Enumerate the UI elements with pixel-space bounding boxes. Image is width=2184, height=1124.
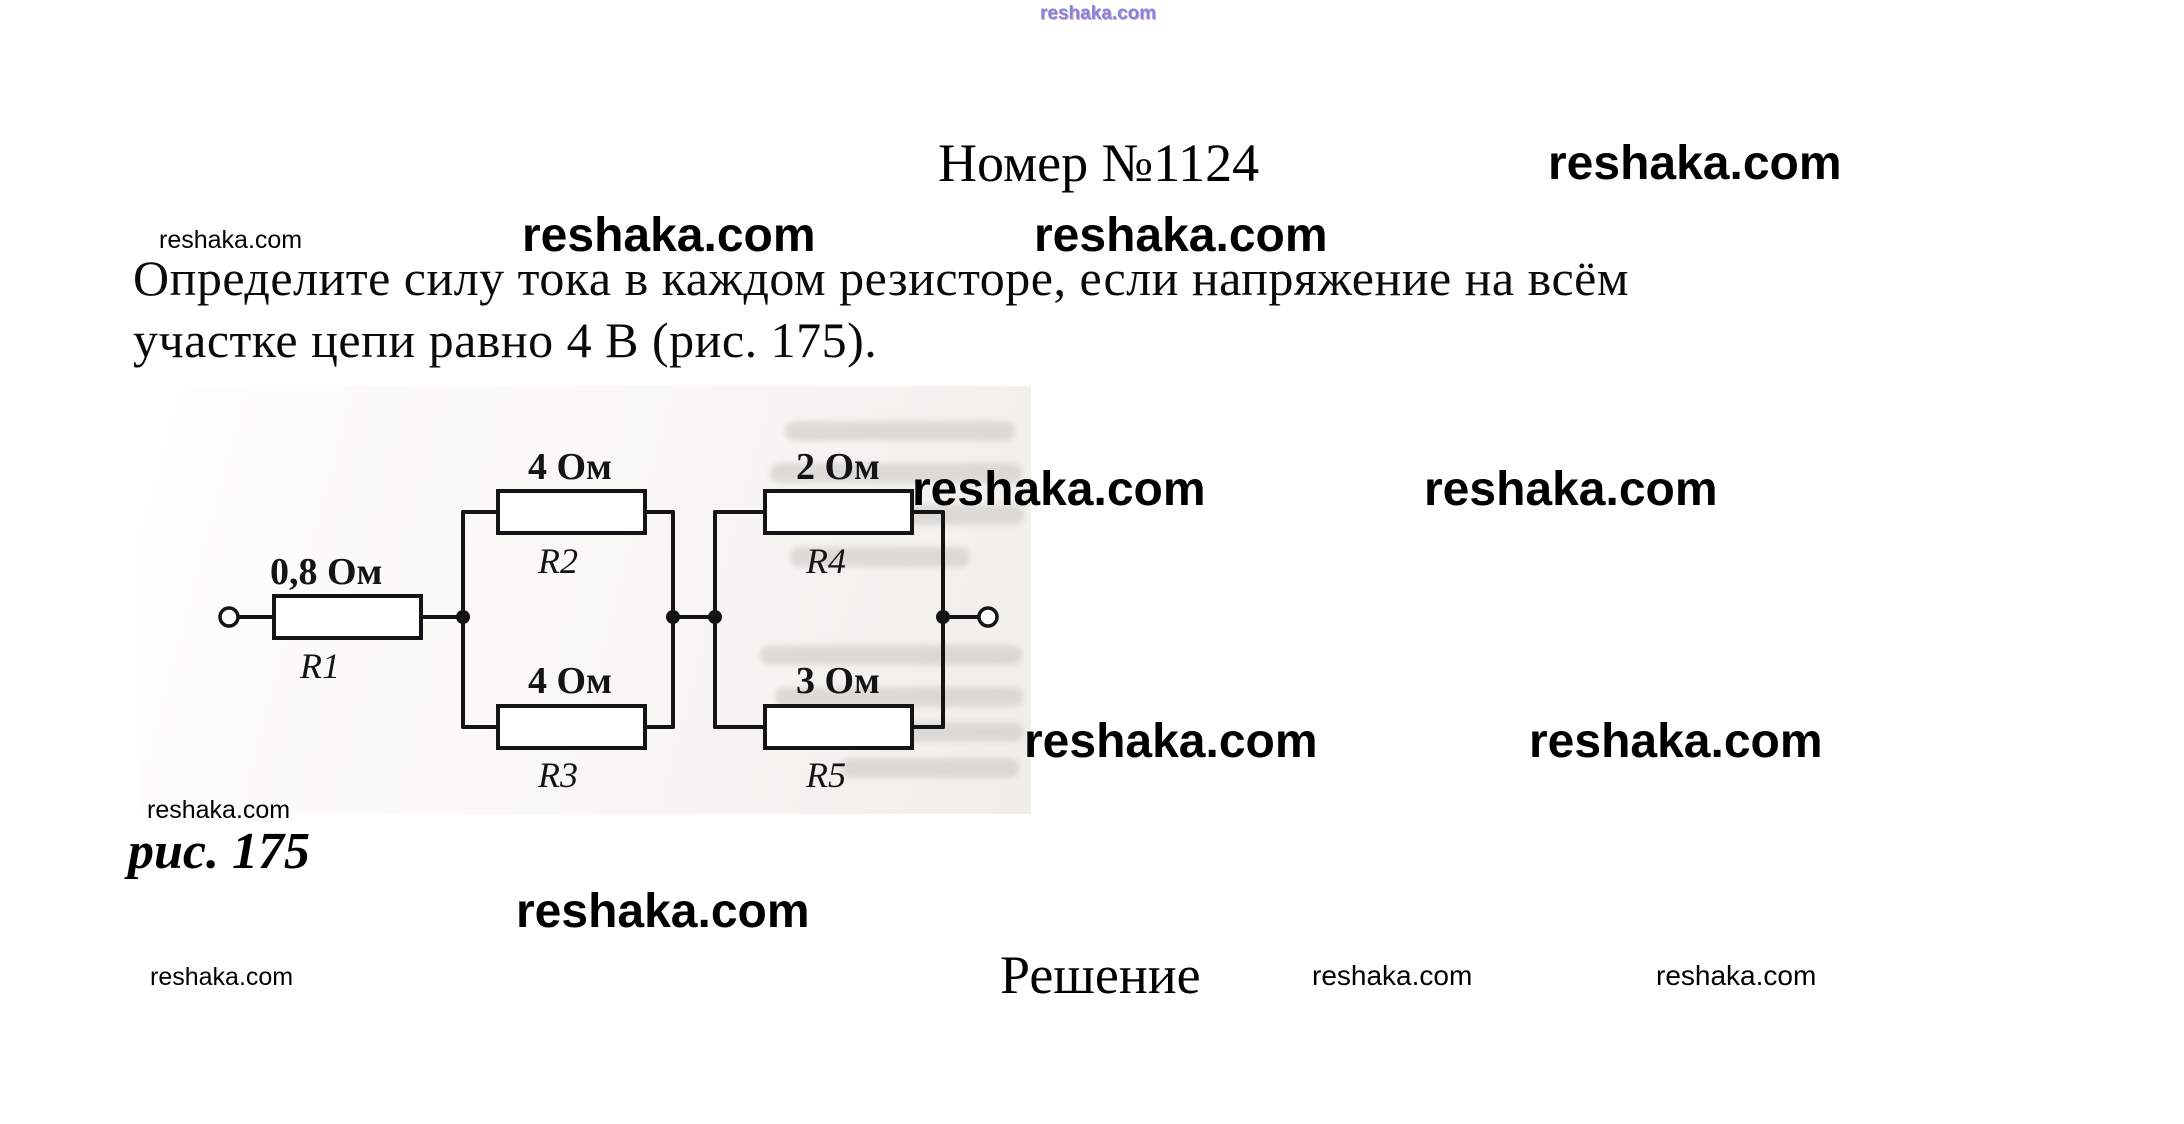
circuit-diagram: 0,8 Ом R1 4 Ом R2 4 Ом R3 2 Ом R4 3 Ом R… — [218, 446, 999, 795]
resistor-name-r1: R1 — [299, 646, 340, 686]
watermark: reshaka.com — [147, 796, 291, 824]
scan-artifact — [785, 421, 1015, 441]
resistor-box-r4 — [763, 489, 914, 535]
watermark: reshaka.com — [1024, 715, 1318, 768]
watermark: reshaka.com — [522, 209, 816, 262]
watermark: reshaka.com — [1040, 3, 1157, 24]
resistor-value-r3: 4 Ом — [528, 660, 612, 702]
solution-heading: Решение — [1000, 945, 1201, 1005]
problem-number-title: Номер №1124 — [938, 133, 1260, 193]
watermark: reshaka.com — [1424, 463, 1718, 516]
figure-caption: рис. 175 — [128, 823, 310, 880]
resistor-value-r5: 3 Ом — [796, 660, 880, 702]
problem-text: Определите силу тока в каждом резисторе,… — [133, 247, 1629, 371]
scan-artifact — [840, 758, 1020, 778]
watermark: reshaka.com — [159, 226, 303, 254]
resistor-box-r2 — [496, 489, 647, 535]
watermark: reshaka.com — [1529, 715, 1823, 768]
problem-text-line-1: Определите силу тока в каждом резисторе,… — [133, 250, 1629, 306]
resistor-box-r3 — [496, 704, 647, 750]
resistor-value-r1: 0,8 Ом — [270, 551, 382, 593]
scan-artifact — [770, 463, 1022, 483]
watermark: reshaka.com — [516, 885, 810, 938]
resistor-box-r1 — [272, 594, 423, 640]
watermark: reshaka.com — [1312, 960, 1473, 991]
resistor-name-r5: R5 — [805, 755, 846, 795]
watermark: reshaka.com — [1656, 960, 1817, 991]
resistor-name-r2: R2 — [537, 541, 578, 581]
resistor-name-r4: R4 — [805, 541, 846, 581]
junction-dots — [456, 610, 950, 624]
resistor-value-r2: 4 Ом — [528, 446, 612, 488]
watermark: reshaka.com — [912, 463, 1206, 516]
resistor-name-r3: R3 — [537, 755, 578, 795]
problem-text-line-2: участке цепи равно 4 В (рис. 175). — [133, 312, 878, 368]
resistor-value-r4: 2 Ом — [796, 446, 880, 488]
resistor-box-r5 — [763, 704, 914, 750]
watermark: reshaka.com — [150, 963, 294, 991]
watermark: reshaka.com — [1548, 137, 1842, 190]
scan-artifact — [760, 645, 1022, 665]
scan-artifact — [775, 687, 1023, 707]
left-terminal — [218, 606, 240, 628]
right-terminal — [977, 606, 999, 628]
scan-artifact — [790, 547, 970, 567]
watermark: reshaka.com — [1034, 209, 1328, 262]
